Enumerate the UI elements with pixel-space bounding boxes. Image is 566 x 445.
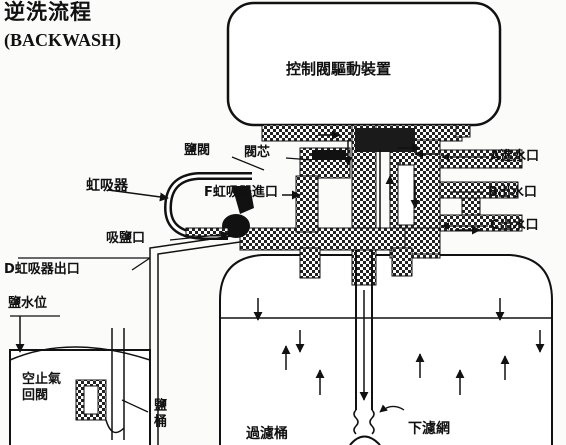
outlet-c-label: C出水口	[490, 218, 539, 233]
anti-air-valve-label: 空止氣回閥	[22, 372, 62, 404]
valve-core-label: 閥芯	[244, 145, 271, 160]
salt-intake-label: 吸鹽口	[106, 231, 146, 246]
lower-filter-label: 下濾網	[408, 421, 450, 437]
salt-valve-label: 鹽閥	[184, 143, 211, 158]
siphon-assembly	[163, 172, 254, 240]
salt-water-level-curve	[9, 346, 151, 361]
control-device-label: 控制閥驅動裝置	[286, 60, 392, 78]
siphon-inlet-label: F虹吸器進口	[204, 185, 278, 200]
filter-tank	[219, 254, 553, 445]
leader-lines	[121, 153, 488, 413]
diagram-subtitle: (BACKWASH)	[4, 30, 122, 50]
riser-tube	[349, 250, 381, 445]
lower-filter-screen	[349, 435, 381, 445]
salt-water-level-label: 鹽水位	[8, 296, 48, 311]
outlet-b-label: B出水口	[488, 185, 537, 200]
siphon-label: 虹吸器	[86, 178, 128, 194]
siphon-outlet-label: D虹吸器出口	[4, 262, 80, 277]
inlet-a-label: A進水口	[490, 149, 540, 164]
flow-arrows	[107, 130, 545, 401]
salt-tank-label: 鹽桶	[151, 398, 166, 430]
diagram-title: 逆洗流程	[4, 0, 92, 24]
filter-tank-label: 過濾桶	[246, 426, 288, 442]
salt-tank	[9, 315, 151, 445]
